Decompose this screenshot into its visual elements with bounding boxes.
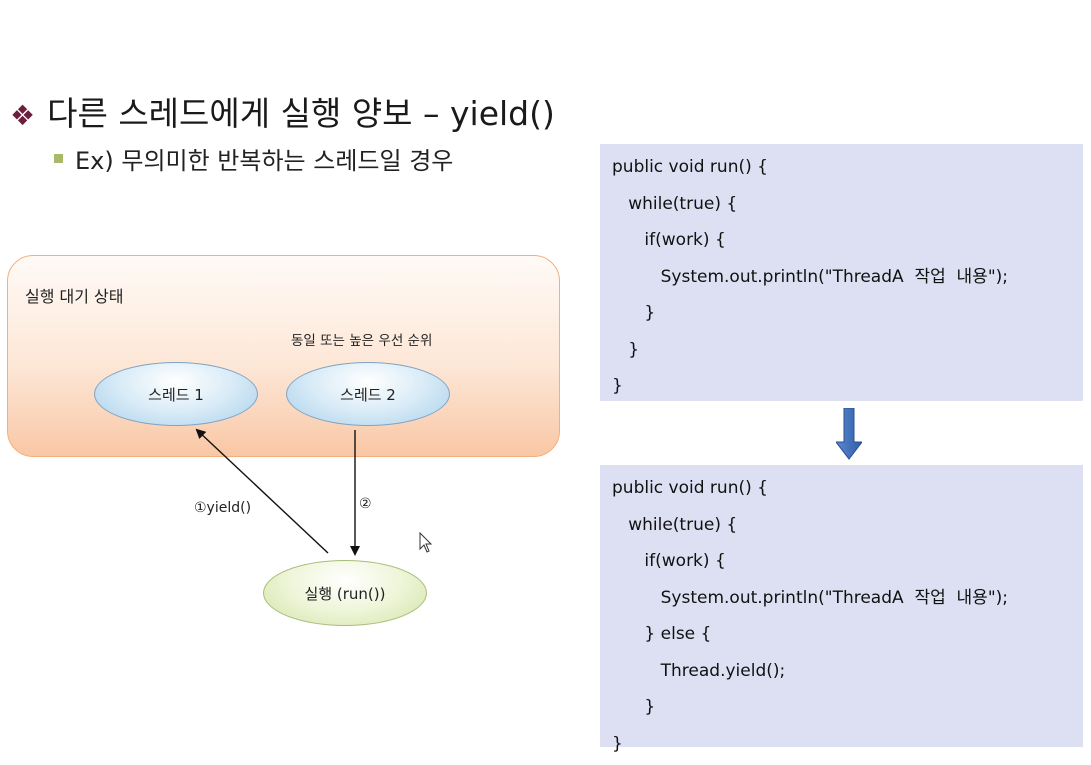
code-line: if(work) { <box>612 546 1083 583</box>
dispatch-edge-label: ② <box>359 496 372 512</box>
code-line: while(true) { <box>612 189 1083 226</box>
code-line: } <box>612 692 1083 729</box>
code-panel-after: public void run() { while(true) { if(wor… <box>600 465 1083 747</box>
code-line: public void run() { <box>612 473 1083 510</box>
code-line: } <box>612 298 1083 335</box>
code-line: System.out.println("ThreadA 작업 내용"); <box>612 262 1083 299</box>
down-arrow-icon <box>836 408 862 460</box>
code-line: } <box>612 371 1083 408</box>
code-line: while(true) { <box>612 510 1083 547</box>
yield-edge-label: ①yield() <box>194 500 251 516</box>
yield-arrow <box>197 430 328 553</box>
code-panel-before: public void run() { while(true) { if(wor… <box>600 144 1083 401</box>
code-line: public void run() { <box>612 152 1083 189</box>
mouse-cursor-icon <box>419 532 433 554</box>
code-line: Thread.yield(); <box>612 656 1083 693</box>
code-line: } <box>612 335 1083 372</box>
code-line: System.out.println("ThreadA 작업 내용"); <box>612 583 1083 620</box>
code-line: } else { <box>612 619 1083 656</box>
code-line: if(work) { <box>612 225 1083 262</box>
